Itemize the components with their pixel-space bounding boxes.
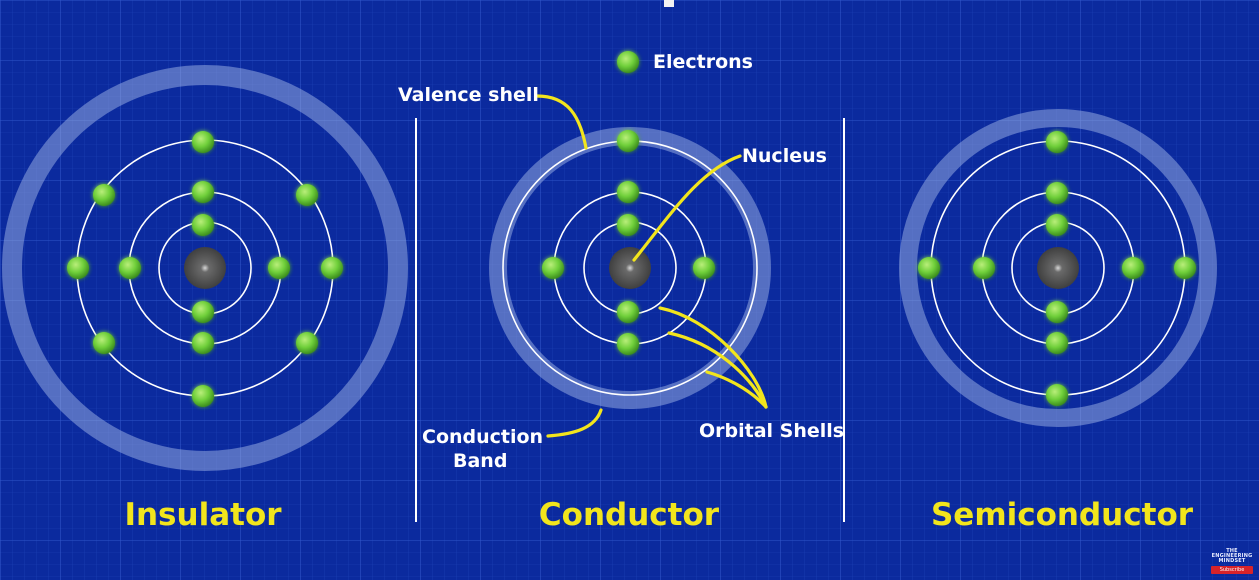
electron (542, 257, 564, 279)
title-insulator: Insulator (124, 497, 282, 533)
electron-group (67, 131, 343, 407)
watermark-line3: MINDSET (1218, 558, 1246, 564)
title-conductor: Conductor (539, 497, 720, 533)
cropped-title-glyph (664, 0, 674, 7)
orbital-shells-leader (658, 306, 768, 409)
electron (296, 332, 318, 354)
electron (192, 301, 214, 323)
electron (1046, 131, 1068, 153)
electron (192, 385, 214, 407)
electron (1122, 257, 1144, 279)
nucleus-leader (632, 154, 742, 262)
orbital-shells-leader (667, 331, 768, 409)
atom-conductor (489, 127, 771, 409)
watermark-line1: THE (1226, 548, 1238, 554)
legend: Electrons (617, 51, 753, 73)
electron (1046, 301, 1068, 323)
conduction-band-ring (899, 109, 1217, 427)
atom-insulator (2, 65, 408, 471)
electron (617, 301, 639, 323)
electron (192, 181, 214, 203)
nucleus-label: Nucleus (742, 145, 827, 167)
electron (1046, 332, 1068, 354)
atom-semiconductor (899, 109, 1217, 427)
callout-labels: Valence shell Nucleus Conduction Band Or… (398, 84, 844, 472)
electron (693, 257, 715, 279)
electron (321, 257, 343, 279)
subscribe-button[interactable]: Subscribe (1211, 566, 1253, 574)
electron (918, 257, 940, 279)
title-semiconductor: Semiconductor (931, 497, 1194, 533)
nucleus (609, 247, 651, 289)
electron (617, 130, 639, 152)
electron (93, 332, 115, 354)
electron (617, 181, 639, 203)
electron (617, 214, 639, 236)
valence-shell-leader (535, 94, 588, 150)
electron (192, 332, 214, 354)
valence-shell-label: Valence shell (398, 84, 539, 106)
electron (296, 184, 318, 206)
atom-titles: Insulator Conductor Semiconductor (124, 497, 1193, 533)
conduction-band-ring (2, 65, 408, 471)
conduction-band-label-line1: Conduction (422, 426, 543, 448)
nucleus (184, 247, 226, 289)
electron (67, 257, 89, 279)
conduction-band-leader (546, 408, 603, 438)
nucleus (1037, 247, 1079, 289)
watermark-line2: ENGINEERING (1211, 553, 1253, 559)
callouts (535, 94, 768, 438)
electron (1046, 384, 1068, 406)
orbital-shells-label: Orbital Shells (699, 420, 844, 442)
electron (973, 257, 995, 279)
electron (192, 131, 214, 153)
legend-electrons-label: Electrons (653, 51, 753, 73)
channel-watermark: THE ENGINEERING MINDSET Subscribe (1211, 549, 1253, 574)
electron (617, 333, 639, 355)
legend-electron-icon (617, 51, 639, 73)
electron (93, 184, 115, 206)
electron-group (918, 131, 1196, 406)
electron (119, 257, 141, 279)
electron (1174, 257, 1196, 279)
electron (1046, 214, 1068, 236)
electron (268, 257, 290, 279)
electron (192, 214, 214, 236)
orbital-shells-leader (705, 370, 768, 409)
electron (1046, 182, 1068, 204)
conduction-band-label-line2: Band (453, 450, 507, 472)
electron-group (542, 130, 715, 355)
